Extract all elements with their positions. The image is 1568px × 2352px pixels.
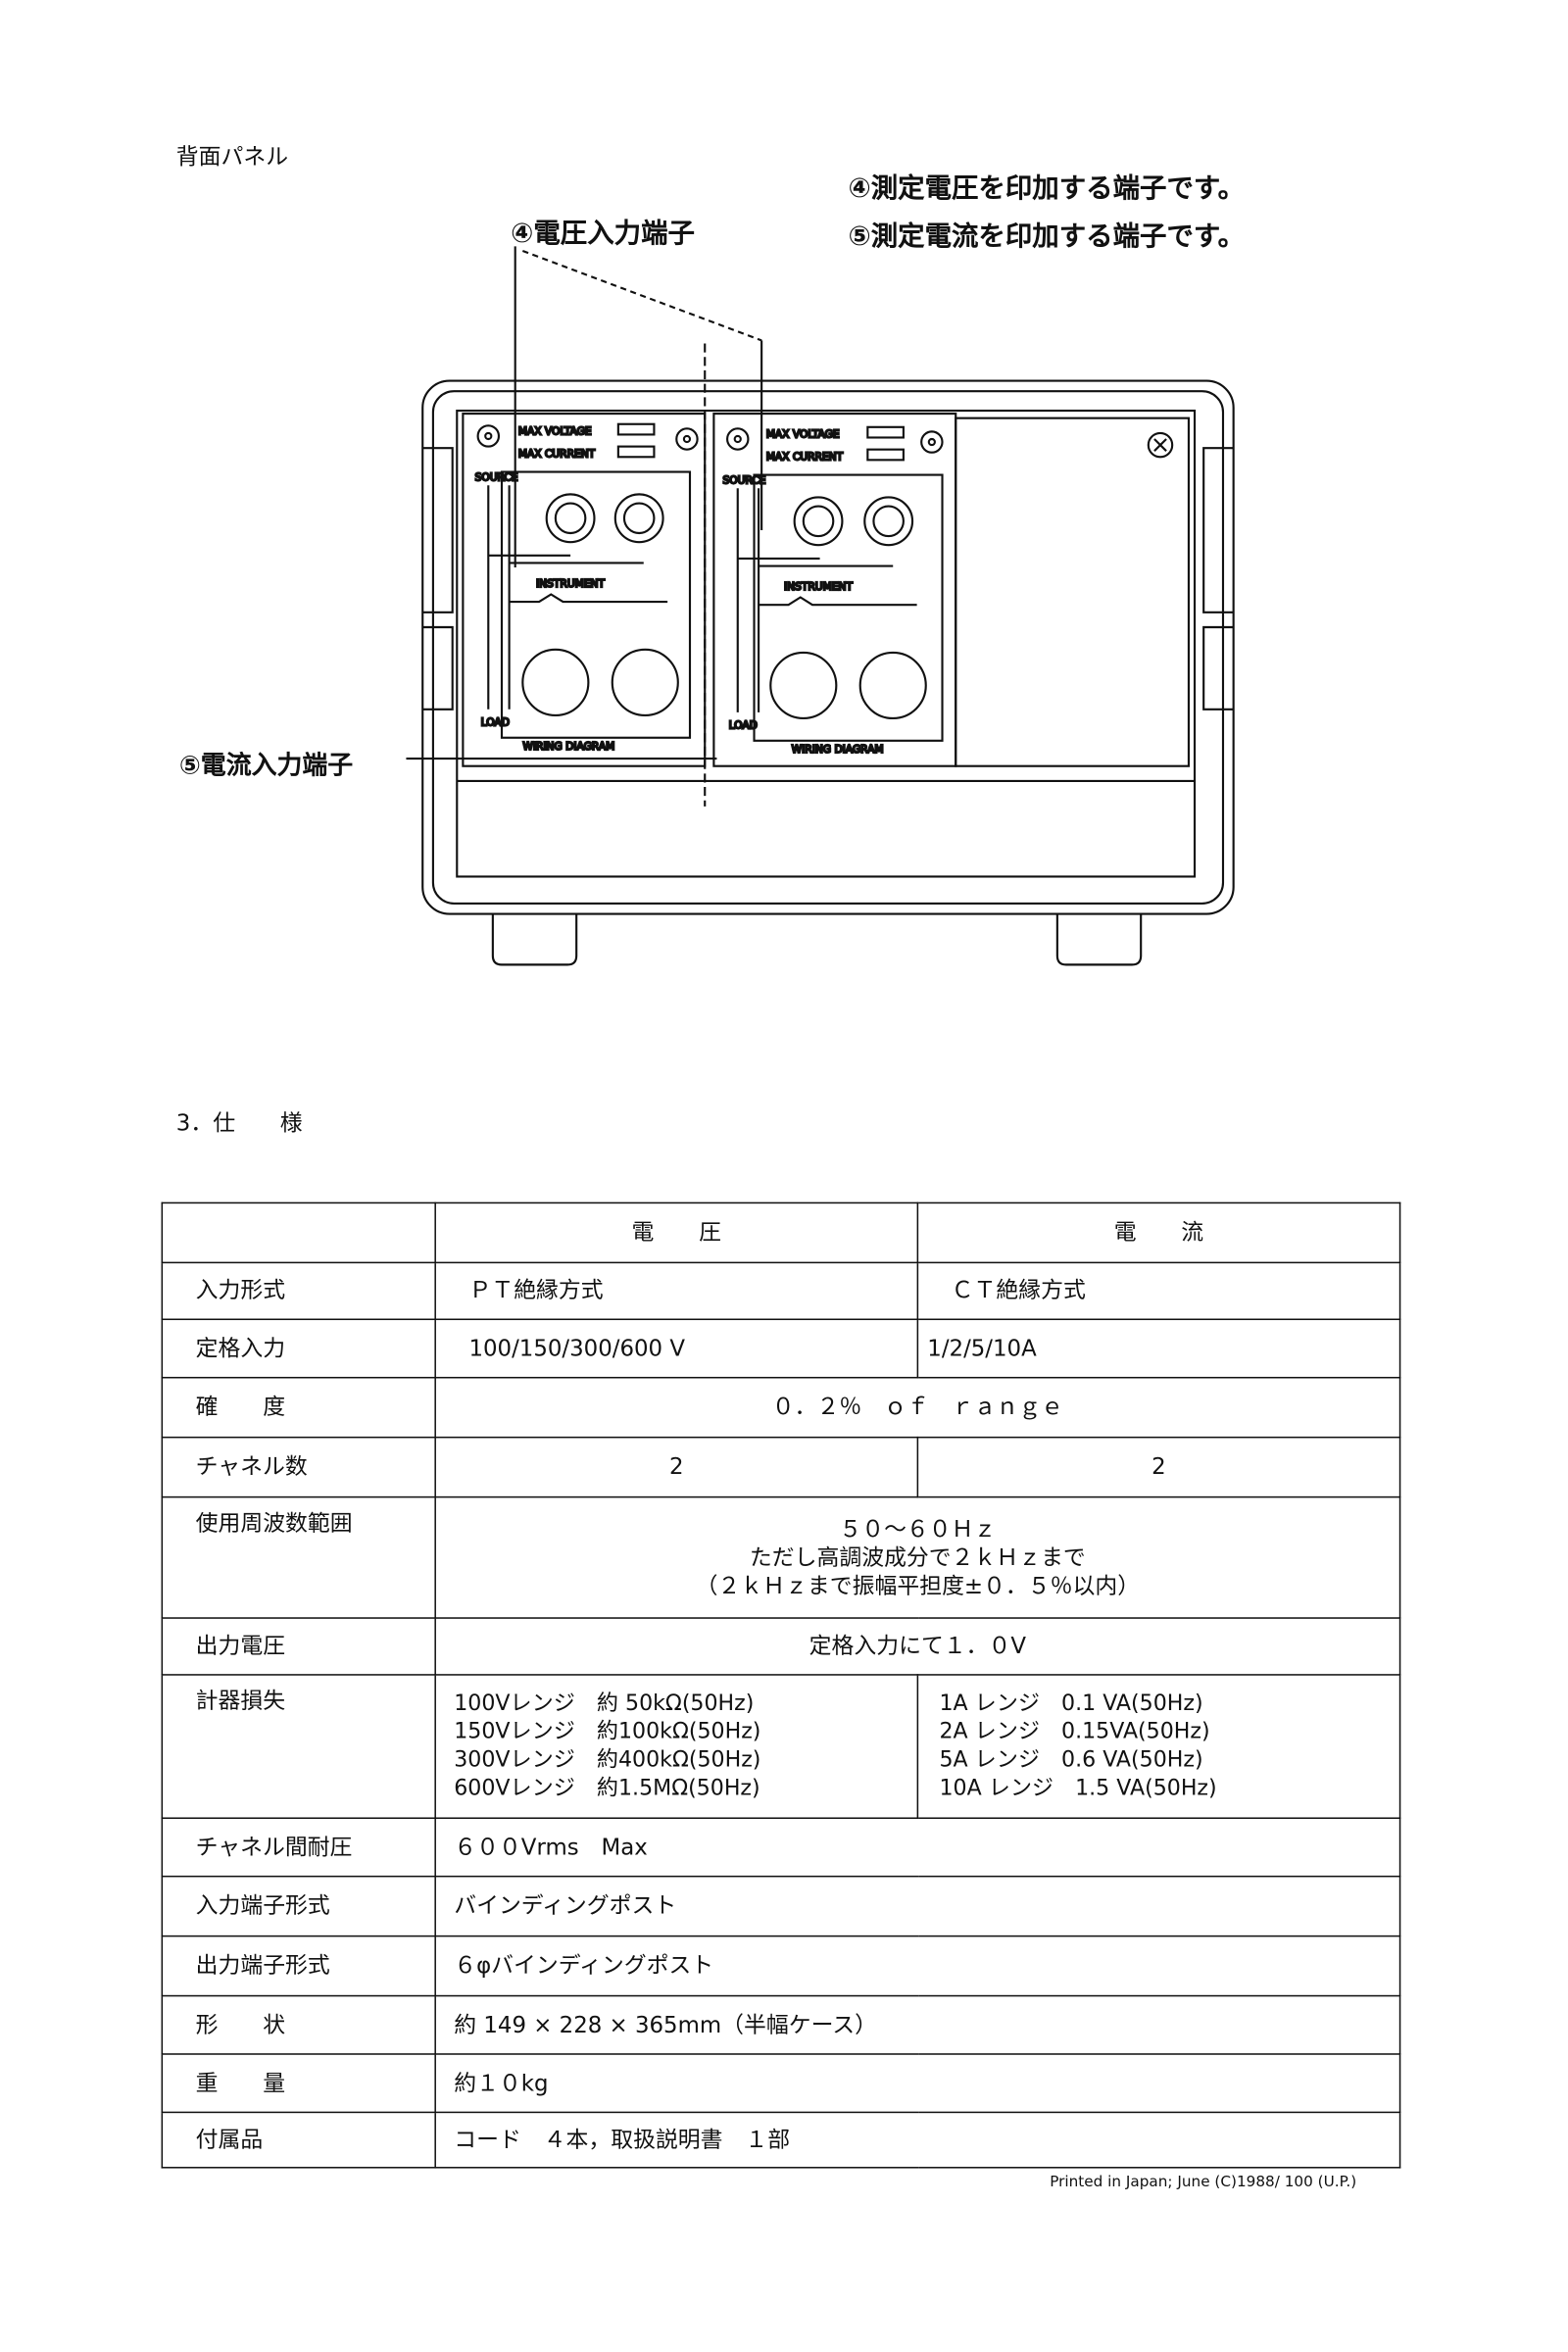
burden-line: 300Vレンジ 約400kΩ(50Hz)	[454, 1747, 761, 1772]
current-value: 1/2/5/10A	[916, 1318, 1401, 1379]
max-current-label: MAX CURRENT	[766, 450, 844, 463]
frequency-value: ５０～６０Ｈｚ ただし高調波成分で２ｋＨｚまで （２ｋＨｚまで振幅平担度±０．５…	[434, 1495, 1401, 1619]
row-label: 計器損失	[161, 1674, 436, 1819]
row-value: ６００Vrms Max	[434, 1817, 1401, 1878]
burden-line: 150Vレンジ 約100kΩ(50Hz)	[454, 1719, 761, 1744]
burden-line: 600Vレンジ 約1.5MΩ(50Hz)	[454, 1776, 760, 1800]
row-label: 付属品	[161, 2111, 436, 2169]
row-label: 使用周波数範囲	[161, 1495, 436, 1619]
table-row: 入力形式 ＰＴ絶縁方式 ＣＴ絶縁方式	[161, 1261, 1401, 1321]
header-voltage: 電 圧	[434, 1201, 919, 1264]
note-current-terminal: ⑤測定電流を印加する端子です。	[848, 220, 1246, 253]
voltage-value: 2	[434, 1436, 919, 1498]
load-label: LOAD	[729, 719, 758, 732]
frequency-line: ただし高調波成分で２ｋＨｚまで	[749, 1543, 1086, 1571]
row-label: 入力端子形式	[161, 1875, 436, 1937]
row-value: バインディングポスト	[434, 1875, 1401, 1937]
row-value: コード ４本，取扱説明書 １部	[434, 2111, 1401, 2169]
table-row: 入力端子形式 バインディングポスト	[161, 1875, 1401, 1937]
table-row: 付属品 コード ４本，取扱説明書 １部	[161, 2111, 1401, 2169]
channel-panel-1: SOURCE MAX VOLTAGE MAX CURRENT INSTRUMEN…	[462, 413, 707, 767]
frequency-line: （２ｋＨｚまで振幅平担度±０．５％以内）	[695, 1571, 1141, 1599]
foot-left	[491, 913, 578, 966]
row-label: 定格入力	[161, 1318, 436, 1379]
voltage-burden: 100Vレンジ 約 50kΩ(50Hz) 150Vレンジ 約100kΩ(50Hz…	[434, 1674, 919, 1819]
table-header-row: 電 圧 電 流	[161, 1201, 1401, 1264]
table-row: 計器損失 100Vレンジ 約 50kΩ(50Hz) 150Vレンジ 約100kΩ…	[161, 1674, 1401, 1819]
max-voltage-label: MAX VOLTAGE	[766, 427, 840, 440]
table-row: 重 量 約１０kg	[161, 2053, 1401, 2114]
row-label: 入力形式	[161, 1261, 436, 1321]
row-label: 確 度	[161, 1376, 436, 1439]
voltage-value: 100/150/300/600 V	[434, 1318, 919, 1379]
note-voltage-terminal: ④測定電圧を印加する端子です。	[848, 172, 1246, 205]
table-row: 形 状 約 149 × 228 × 365mm（半幅ケース）	[161, 1994, 1401, 2055]
accuracy-value: ０．２％ ｏｆ ｒａｎｇｅ	[434, 1376, 1401, 1439]
wiring-diagram-label: WIRING DIAGRAM	[792, 743, 884, 756]
row-value: ６φバインディングポスト	[434, 1935, 1401, 1997]
burden-line: 1A レンジ 0.1 VA(50Hz)	[939, 1690, 1203, 1716]
max-current-label: MAX CURRENT	[518, 447, 596, 460]
print-notice: Printed in Japan; June (C)1988/ 100 (U.P…	[1050, 2174, 1357, 2191]
row-label: チャネル間耐圧	[161, 1817, 436, 1878]
frequency-line: ５０～６０Ｈｚ	[839, 1514, 997, 1543]
voltage-terminal-label: ④電圧入力端子	[511, 218, 695, 250]
table-row: 出力端子形式 ６φバインディングポスト	[161, 1935, 1401, 1997]
row-value: 約１０kg	[434, 2053, 1401, 2114]
foot-right	[1055, 913, 1143, 966]
load-label: LOAD	[481, 716, 510, 729]
channel-panel-2: SOURCE MAX VOLTAGE MAX CURRENT INSTRUMEN…	[712, 413, 957, 767]
voltage-value: ＰＴ絶縁方式	[434, 1261, 919, 1321]
output-voltage-value: 定格入力にて１．０V	[434, 1617, 1401, 1676]
burden-line: 10A レンジ 1.5 VA(50Hz)	[939, 1776, 1217, 1800]
screw-icon	[1147, 431, 1174, 459]
rear-panel-diagram: SOURCE MAX VOLTAGE MAX CURRENT INSTRUMEN…	[406, 246, 1235, 966]
current-value: 2	[916, 1436, 1401, 1498]
wiring-diagram-label: WIRING DIAGRAM	[522, 740, 614, 753]
instrument-label: INSTRUMENT	[784, 580, 853, 593]
spec-table: 電 圧 電 流 入力形式 ＰＴ絶縁方式 ＣＴ絶縁方式 定格入力 100/150/…	[161, 1201, 1401, 2169]
row-value: 約 149 × 228 × 365mm（半幅ケース）	[434, 1994, 1401, 2055]
current-burden: 1A レンジ 0.1 VA(50Hz) 2A レンジ 0.15VA(50Hz) …	[916, 1674, 1401, 1819]
table-row: チャネル間耐圧 ６００Vrms Max	[161, 1817, 1401, 1878]
header-current: 電 流	[916, 1201, 1401, 1264]
burden-line: 5A レンジ 0.6 VA(50Hz)	[939, 1747, 1203, 1772]
table-row: 使用周波数範囲 ５０～６０Ｈｚ ただし高調波成分で２ｋＨｚまで （２ｋＨｚまで振…	[161, 1495, 1401, 1619]
spec-section-title: 3．仕 様	[175, 1109, 303, 1137]
current-terminal-label: ⑤電流入力端子	[178, 751, 354, 781]
rear-panel-heading: 背面パネル	[175, 143, 289, 171]
burden-line: 2A レンジ 0.15VA(50Hz)	[939, 1719, 1210, 1744]
table-row: チャネル数 2 2	[161, 1436, 1401, 1498]
instrument-label: INSTRUMENT	[536, 577, 605, 590]
source-label: SOURCE	[723, 474, 766, 487]
burden-line: 100Vレンジ 約 50kΩ(50Hz)	[454, 1690, 755, 1716]
source-label: SOURCE	[475, 471, 518, 484]
row-label: チャネル数	[161, 1436, 436, 1498]
row-label: 出力端子形式	[161, 1935, 436, 1997]
table-row: 確 度 ０．２％ ｏｆ ｒａｎｇｅ	[161, 1376, 1401, 1439]
table-row: 出力電圧 定格入力にて１．０V	[161, 1617, 1401, 1676]
row-label: 重 量	[161, 2053, 436, 2114]
blank-panel	[955, 416, 1191, 767]
table-row: 定格入力 100/150/300/600 V 1/2/5/10A	[161, 1318, 1401, 1379]
header-cell	[161, 1201, 436, 1264]
row-label: 形 状	[161, 1994, 436, 2055]
case-outline	[421, 379, 1235, 915]
max-voltage-label: MAX VOLTAGE	[518, 424, 592, 437]
current-value: ＣＴ絶縁方式	[916, 1261, 1401, 1321]
row-label: 出力電圧	[161, 1617, 436, 1676]
